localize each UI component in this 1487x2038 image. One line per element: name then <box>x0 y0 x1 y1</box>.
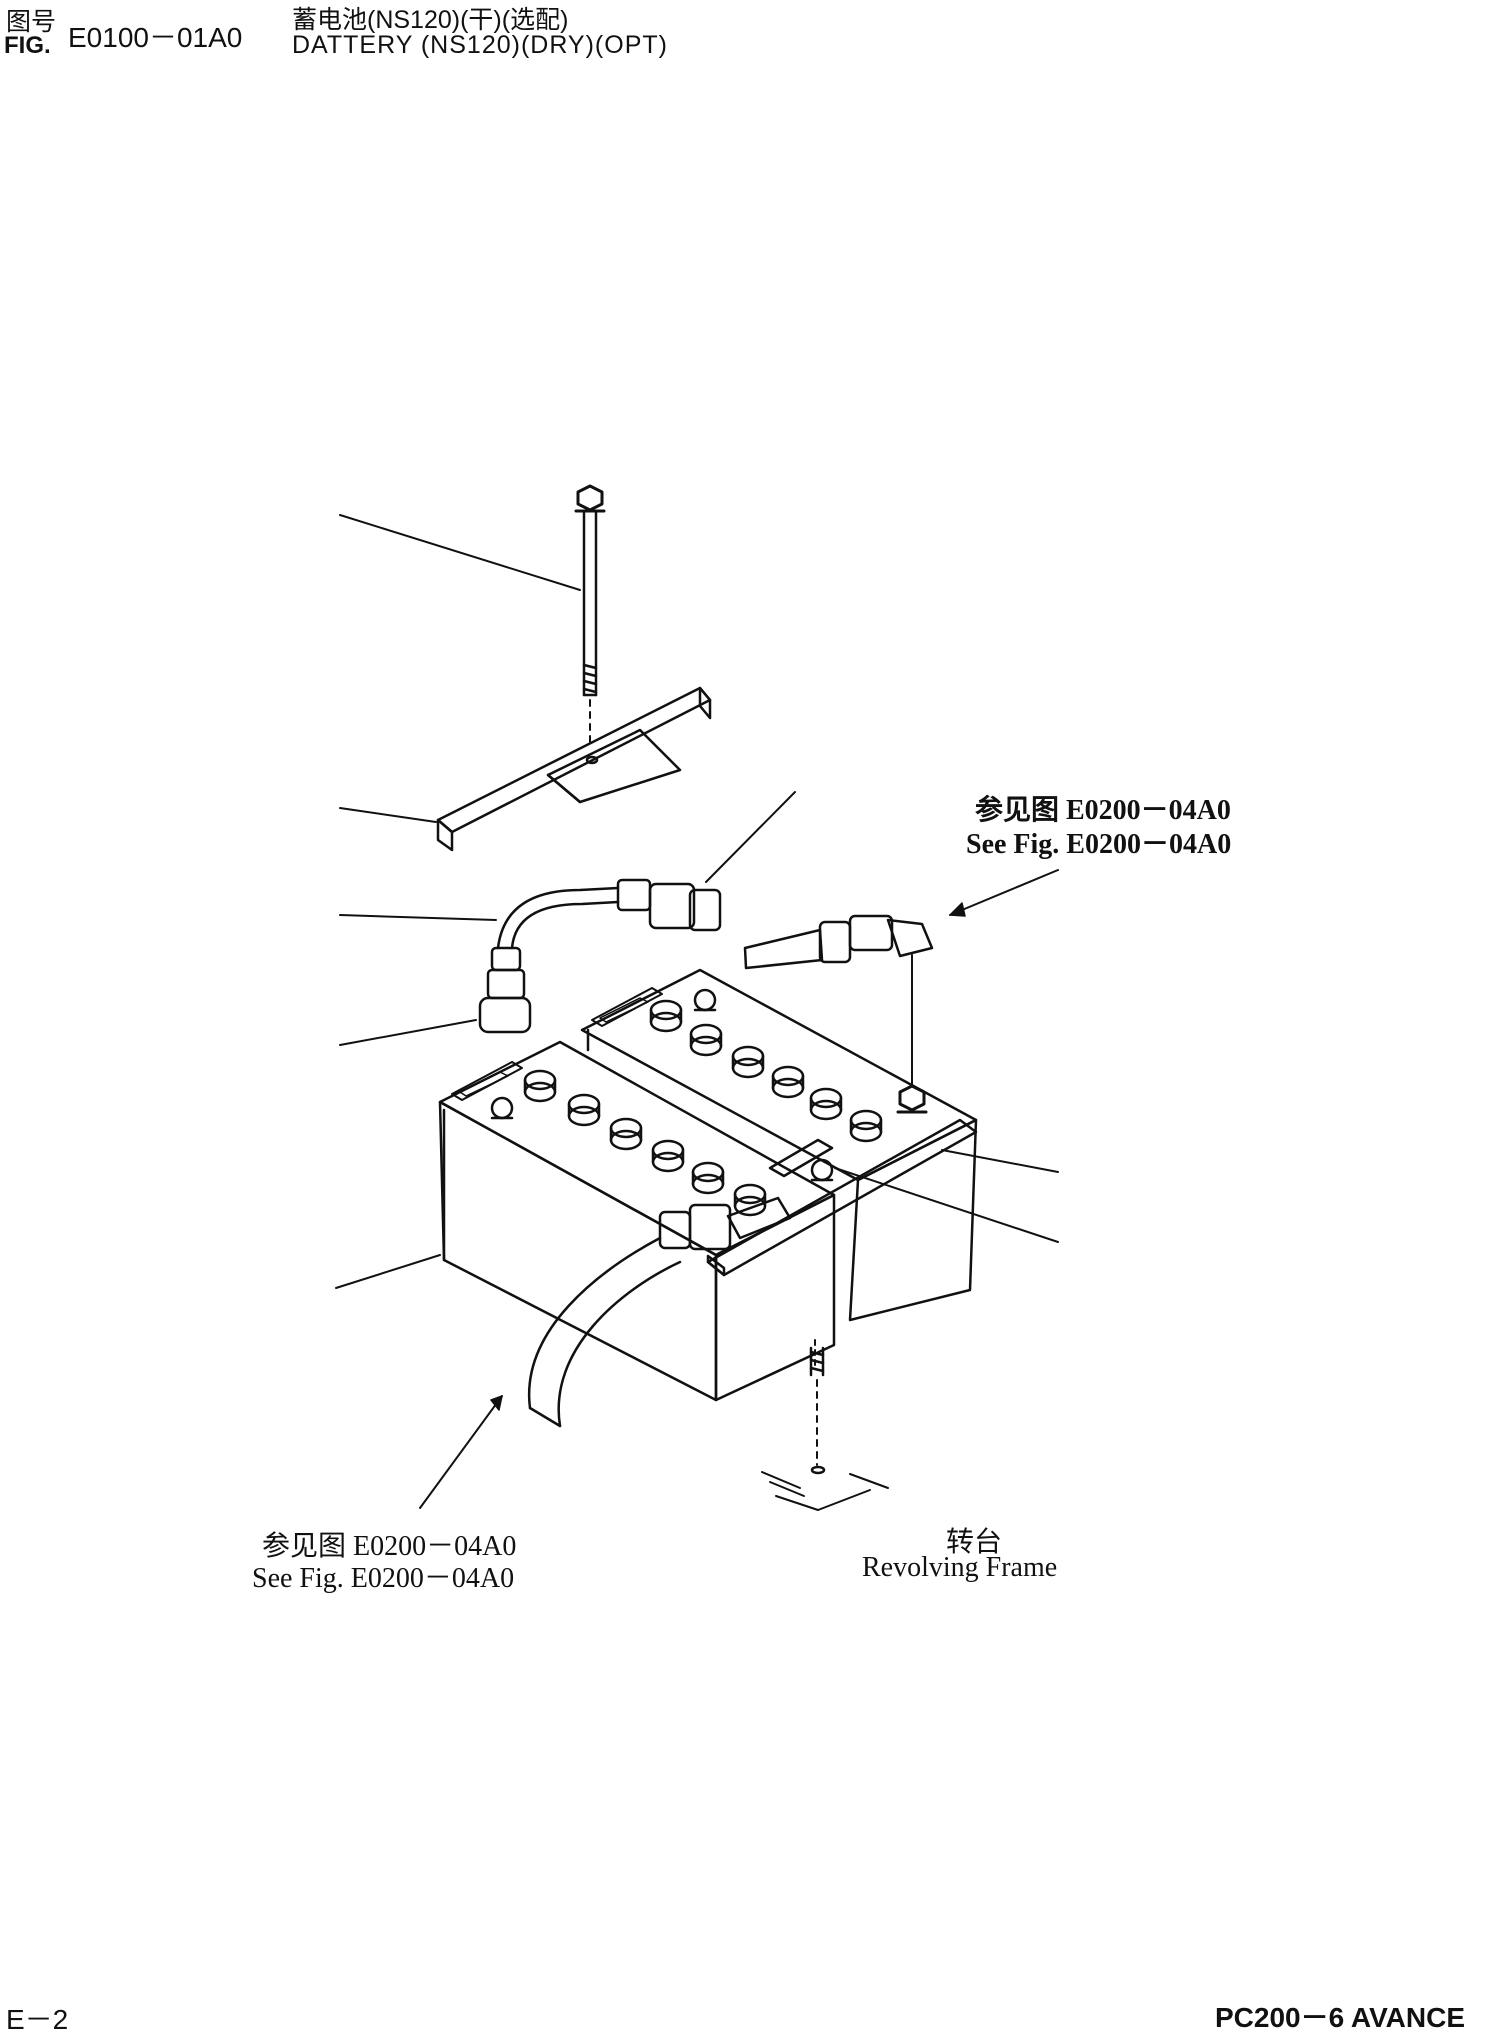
lower-bolt <box>809 1339 826 1475</box>
page-number: E－2 <box>6 2004 69 2035</box>
lower-bracket <box>706 1118 978 1277</box>
hold-down-bolt <box>574 484 606 746</box>
battery-cable-short <box>478 878 722 1034</box>
leader-lines-right <box>705 791 1059 1243</box>
battery-cable-end <box>743 869 1059 1086</box>
right-ref-cn: 参见图 E0200－04A0 <box>975 795 1231 826</box>
revolving-frame-en: Revolving Frame <box>862 1552 1058 1583</box>
right-ref-en: See Fig. E0200－04A0 <box>966 829 1232 860</box>
front-cell-caps <box>523 1069 767 1217</box>
title-cn: 蓄电池(NS120)(干)(选配) <box>292 6 569 34</box>
bottom-ref-en: See Fig. E0200－04A0 <box>252 1563 515 1594</box>
fig-label-en: FIG. <box>4 32 51 59</box>
title-en: DATTERY (NS120)(DRY)(OPT) <box>292 31 668 59</box>
bottom-ref-cn: 参见图 E0200－04A0 <box>262 1531 517 1562</box>
revolving-frame-cn: 转台 <box>946 1527 1003 1558</box>
rear-cell-caps <box>649 999 883 1143</box>
leader-lines-left <box>335 514 581 1289</box>
revolving-frame-hatch <box>761 1471 889 1511</box>
fig-label-cn: 图号 <box>6 8 57 36</box>
battery-bracket <box>436 686 712 852</box>
model-name: PC200－6 AVANCE <box>1215 2002 1466 2033</box>
battery-front <box>438 1040 836 1402</box>
battery-cable-long <box>419 1196 792 1509</box>
battery-rear <box>580 968 978 1322</box>
fig-number: E0100－01A0 <box>68 22 243 53</box>
